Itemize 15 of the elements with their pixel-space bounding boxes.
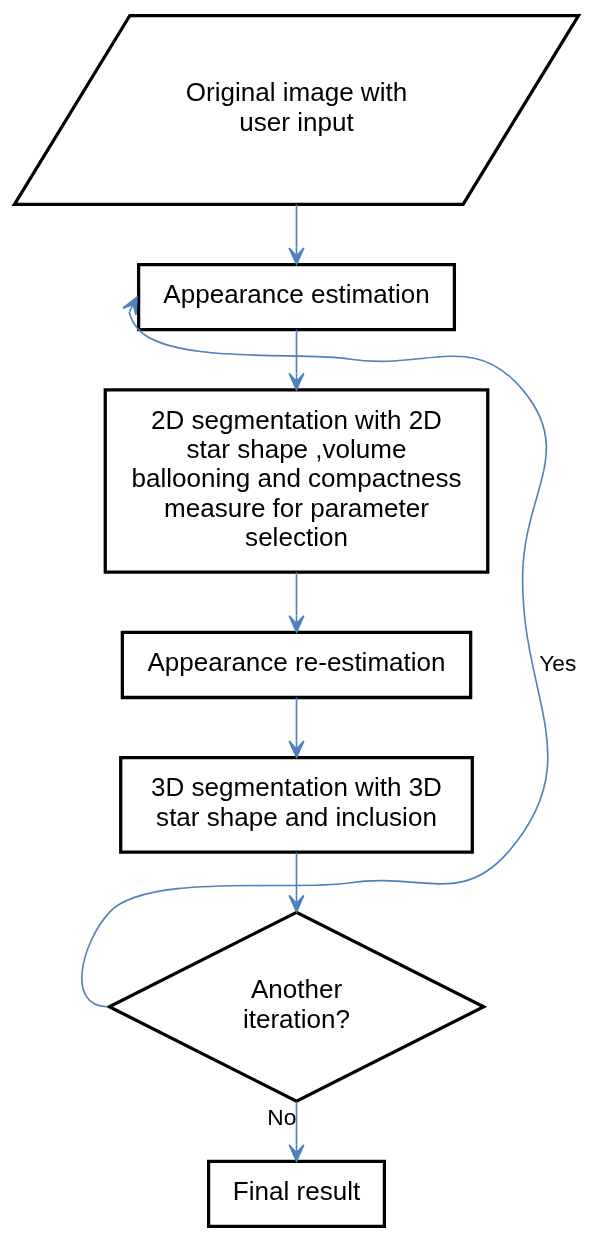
node-box: 2D segmentation with 2D star shape ,volume ballooning and compactness measure for parameter selection <box>103 387 490 574</box>
arrow <box>288 571 305 633</box>
node-box: 3D segmentation with 3D star shape and inclusion <box>119 755 474 854</box>
node-diamond: Another iteration? <box>105 910 488 1103</box>
edge-label: Yes <box>539 649 577 676</box>
arrow <box>81 295 549 1008</box>
edge-label: No <box>267 1103 297 1130</box>
arrow <box>288 696 305 758</box>
arrow <box>288 328 305 391</box>
arrow <box>288 851 305 912</box>
arrow <box>288 203 305 265</box>
arrow <box>288 1100 305 1162</box>
node-box: Appearance re-estimation <box>120 630 473 699</box>
node-box: Final result <box>207 1159 386 1228</box>
node-box: Appearance estimation <box>137 262 456 331</box>
